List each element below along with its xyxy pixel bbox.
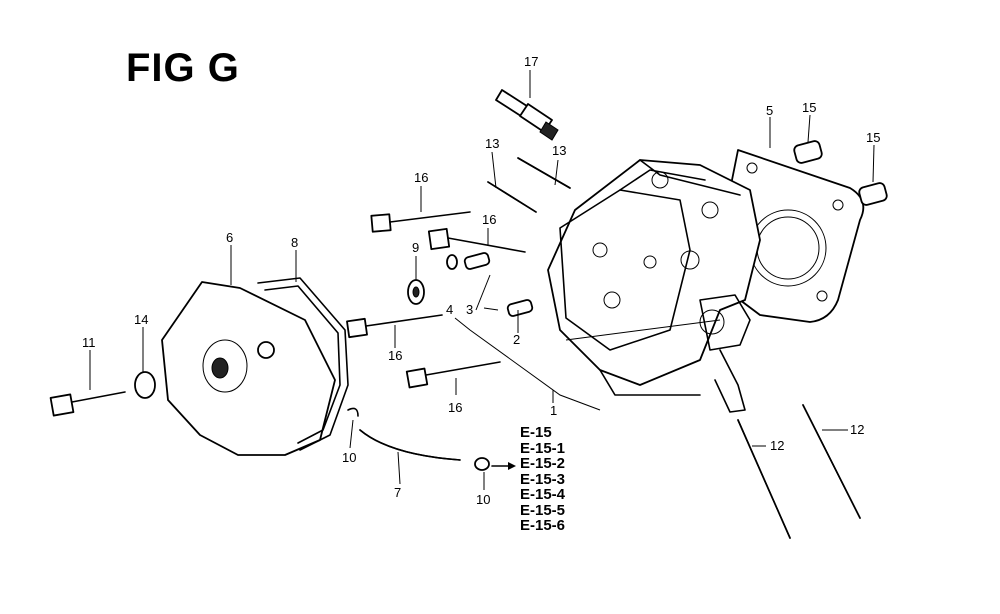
long-stud-right [802, 404, 861, 519]
stud-bolt-upper [517, 157, 571, 189]
callout-3: 3 [466, 302, 473, 317]
long-stud-left [737, 419, 791, 539]
dowel-pin-upper [793, 140, 823, 164]
tube-clip-left [347, 407, 359, 417]
callout-17: 17 [524, 54, 538, 69]
reference-code: E-15 [520, 424, 552, 441]
dowel-pin-lower [858, 182, 888, 206]
callout-16-lower: 16 [388, 348, 402, 363]
head-cover-gasket [257, 277, 349, 451]
breather-tube [359, 429, 461, 461]
flange-bolt-4 [405, 361, 501, 389]
callout-15-right: 15 [866, 130, 880, 145]
callout-16-top: 16 [414, 170, 428, 185]
callout-13-lower: 13 [485, 136, 499, 151]
callout-8: 8 [291, 235, 298, 250]
callout-16-bottom: 16 [448, 400, 462, 415]
tube-clip-right [474, 457, 490, 471]
callout-10-right: 10 [476, 492, 490, 507]
head-cover [161, 281, 336, 456]
flange-bolt-1 [370, 211, 471, 233]
callout-2: 2 [513, 332, 520, 347]
callout-5: 5 [766, 103, 773, 118]
reference-code: E-15-1 [520, 439, 566, 457]
callout-6: 6 [226, 230, 233, 245]
stud-bolt-lower [487, 181, 537, 213]
callout-7: 7 [394, 485, 401, 500]
callout-4: 4 [446, 302, 453, 317]
washer-14 [134, 371, 156, 399]
cylinder-head [547, 159, 761, 413]
callout-1: 1 [550, 403, 557, 418]
dowel-pin-3 [463, 252, 491, 270]
head-gasket [721, 149, 865, 323]
spark-plug [495, 89, 559, 141]
callout-14: 14 [134, 312, 148, 327]
flange-bolt-3 [346, 314, 443, 339]
callout-15-left: 15 [802, 100, 816, 115]
callout-11: 11 [82, 335, 96, 350]
figure-title: FIG G [126, 46, 240, 90]
callout-10-left: 10 [342, 450, 356, 465]
cover-bolt-11 [49, 391, 126, 417]
callout-12-left: 12 [770, 438, 784, 453]
reference-code: E-15-6 [520, 517, 566, 534]
reference-code: E-15-2 [520, 455, 566, 472]
o-ring-4 [446, 254, 458, 270]
dowel-pin-2 [506, 299, 534, 317]
washer-9 [407, 279, 425, 305]
callout-16-mid: 16 [482, 212, 496, 227]
callout-9: 9 [412, 240, 419, 255]
reference-code: E-15-3 [520, 470, 566, 488]
leader-lines [89, 70, 875, 490]
clip-arrow-head [508, 462, 516, 470]
reference-code: E-15-4 [520, 486, 566, 503]
callout-13-upper: 13 [552, 143, 566, 158]
reference-code-list: E-15 E-15-1 E-15-2 E-15-3 E-15-4 E-15-5 … [520, 425, 565, 534]
flange-bolt-2 [427, 227, 526, 253]
callout-12-right: 12 [850, 422, 864, 437]
reference-code: E-15-5 [520, 501, 566, 519]
